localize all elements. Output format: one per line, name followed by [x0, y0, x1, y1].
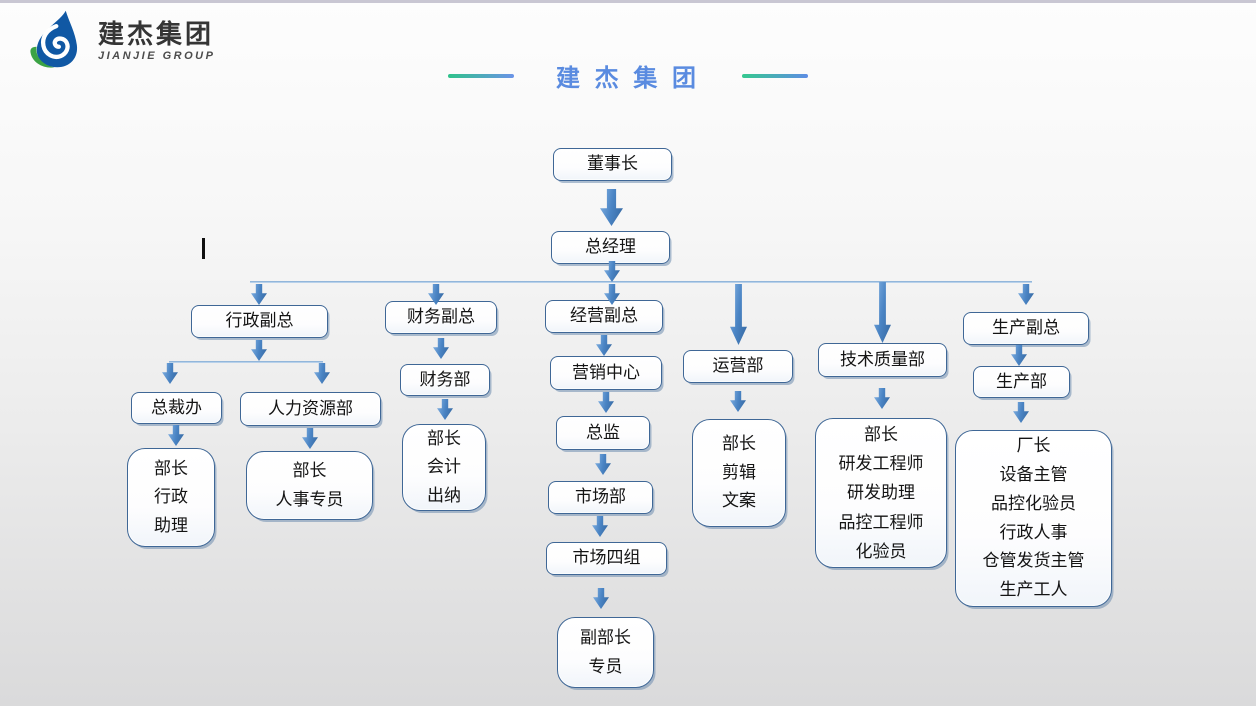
- org-node-production-dept[interactable]: 生产部: [973, 366, 1070, 398]
- org-node-finance-dept[interactable]: 财务部: [400, 364, 490, 396]
- logo-name-cn: 建杰集团: [98, 19, 215, 49]
- arrow-down-icon: [1011, 345, 1027, 366]
- text-cursor: [202, 238, 205, 259]
- org-node-operations-staff[interactable]: 部长 剪辑 文案: [692, 419, 786, 527]
- org-node-tech-quality-dept[interactable]: 技术质量部: [818, 343, 947, 377]
- company-logo: 建杰集团 JIANJIE GROUP: [28, 8, 215, 75]
- arrow-down-icon: [874, 282, 891, 343]
- org-node-general-manager[interactable]: 总经理: [551, 231, 670, 264]
- connector-line-admin: [169, 361, 323, 363]
- arrow-down-icon: [730, 284, 747, 345]
- logo-name-en: JIANJIE GROUP: [98, 50, 216, 62]
- org-node-market-staff[interactable]: 副部长 专员: [557, 617, 654, 688]
- title-deco-line-left: [448, 73, 514, 78]
- arrow-down-icon: [604, 261, 620, 282]
- org-node-hr-dept[interactable]: 人力资源部: [240, 392, 381, 426]
- org-node-market-dept[interactable]: 市场部: [548, 481, 653, 514]
- org-node-admin-vp[interactable]: 行政副总: [191, 305, 328, 338]
- arrow-down-icon: [1013, 402, 1029, 423]
- water-drop-logo-icon: [28, 8, 88, 75]
- org-node-chairman[interactable]: 董事长: [553, 148, 672, 181]
- slide-title-group: 建 杰 集 团: [448, 58, 808, 93]
- org-node-production-vp[interactable]: 生产副总: [963, 312, 1089, 345]
- arrow-down-icon: [162, 363, 178, 384]
- org-node-operating-vp[interactable]: 经营副总: [545, 300, 663, 333]
- page-title: 建 杰 集 团: [555, 65, 700, 92]
- org-node-operations-dept[interactable]: 运营部: [683, 350, 793, 383]
- org-node-finance-staff[interactable]: 部长 会计 出纳: [402, 424, 486, 511]
- org-node-president-office-staff[interactable]: 部长 行政 助理: [127, 448, 215, 547]
- arrow-down-icon: [600, 189, 623, 226]
- org-node-tech-staff[interactable]: 部长 研发工程师 研发助理 品控工程师 化验员: [815, 418, 947, 568]
- slide-top-edge: [0, 0, 1256, 3]
- org-node-hr-staff[interactable]: 部长 人事专员: [246, 451, 373, 520]
- arrow-down-icon: [168, 425, 184, 446]
- arrow-down-icon: [302, 428, 318, 449]
- arrow-down-icon: [251, 284, 267, 305]
- org-node-finance-vp[interactable]: 财务副总: [385, 301, 497, 334]
- arrow-down-icon: [593, 588, 609, 609]
- org-node-market-group4[interactable]: 市场四组: [546, 542, 667, 575]
- arrow-down-icon: [596, 335, 612, 356]
- org-node-marketing-center[interactable]: 营销中心: [550, 356, 662, 390]
- arrow-down-icon: [314, 363, 330, 384]
- arrow-down-icon: [1018, 284, 1034, 305]
- org-node-production-staff[interactable]: 厂长 设备主管 品控化验员 行政人事 仓管发货主管 生产工人: [955, 430, 1112, 607]
- arrow-down-icon: [595, 454, 611, 475]
- connector-line-main: [250, 281, 1032, 283]
- arrow-down-icon: [251, 340, 267, 361]
- arrow-down-icon: [437, 399, 453, 420]
- arrow-down-icon: [592, 516, 608, 537]
- arrow-down-icon: [598, 392, 614, 413]
- title-deco-line-right: [741, 73, 808, 78]
- arrow-down-icon: [433, 338, 449, 359]
- arrow-down-icon: [874, 388, 890, 409]
- org-node-director[interactable]: 总监: [556, 416, 650, 450]
- arrow-down-icon: [730, 391, 746, 412]
- org-node-president-office[interactable]: 总裁办: [131, 392, 222, 424]
